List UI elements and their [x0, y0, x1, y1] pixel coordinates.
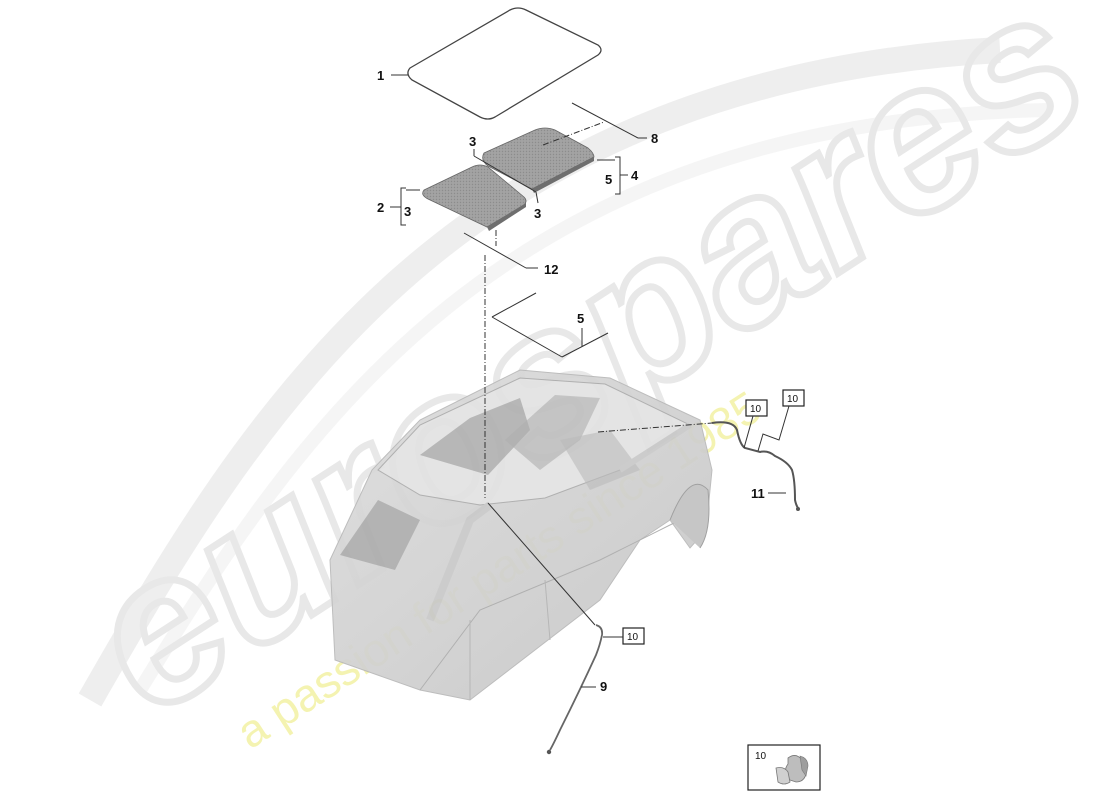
- part-rear-shade-panel[interactable]: [482, 127, 595, 193]
- boxed-ref-10-c[interactable]: 10: [603, 627, 645, 645]
- inset-label: 10: [755, 751, 767, 762]
- part-9-front-drain-hose[interactable]: [546, 624, 604, 755]
- leader-lines: [390, 74, 713, 626]
- watermark-swoosh-inner: [134, 103, 1051, 694]
- callout-2-sub-3: 3: [404, 204, 411, 219]
- callout-4-sub-5: 5: [605, 172, 612, 187]
- watermark-swoosh: [78, 37, 1001, 707]
- part-11-rear-drain-hose[interactable]: [711, 421, 800, 511]
- callout-2: 2: [377, 200, 384, 215]
- svg-text:10: 10: [750, 404, 762, 415]
- part-front-shade-panel[interactable]: [422, 164, 527, 231]
- svg-text:10: 10: [787, 394, 799, 405]
- boxed-ref-10-a[interactable]: 10: [743, 399, 768, 449]
- callout-12: 12: [544, 262, 558, 277]
- callout-11: 11: [751, 486, 765, 501]
- boxed-ref-10-b[interactable]: 10: [757, 389, 805, 452]
- part-1-glass-panel[interactable]: [407, 7, 602, 120]
- callout-1: 1: [377, 68, 384, 83]
- callout-5: 5: [577, 311, 584, 326]
- callout-4: 4: [631, 168, 639, 183]
- svg-text:10: 10: [627, 632, 639, 643]
- callout-3-upper: 3: [469, 134, 476, 149]
- vehicle-body-shell: [329, 369, 713, 701]
- inset-part-10-clip[interactable]: 10: [747, 744, 821, 791]
- callout-3-lower: 3: [534, 206, 541, 221]
- hose-clip-icon: [775, 755, 809, 785]
- callout-8: 8: [651, 131, 658, 146]
- callout-9: 9: [600, 679, 607, 694]
- callout-labels: 1 2 3 3 3 4 5 5 8 9 11 12: [377, 68, 786, 694]
